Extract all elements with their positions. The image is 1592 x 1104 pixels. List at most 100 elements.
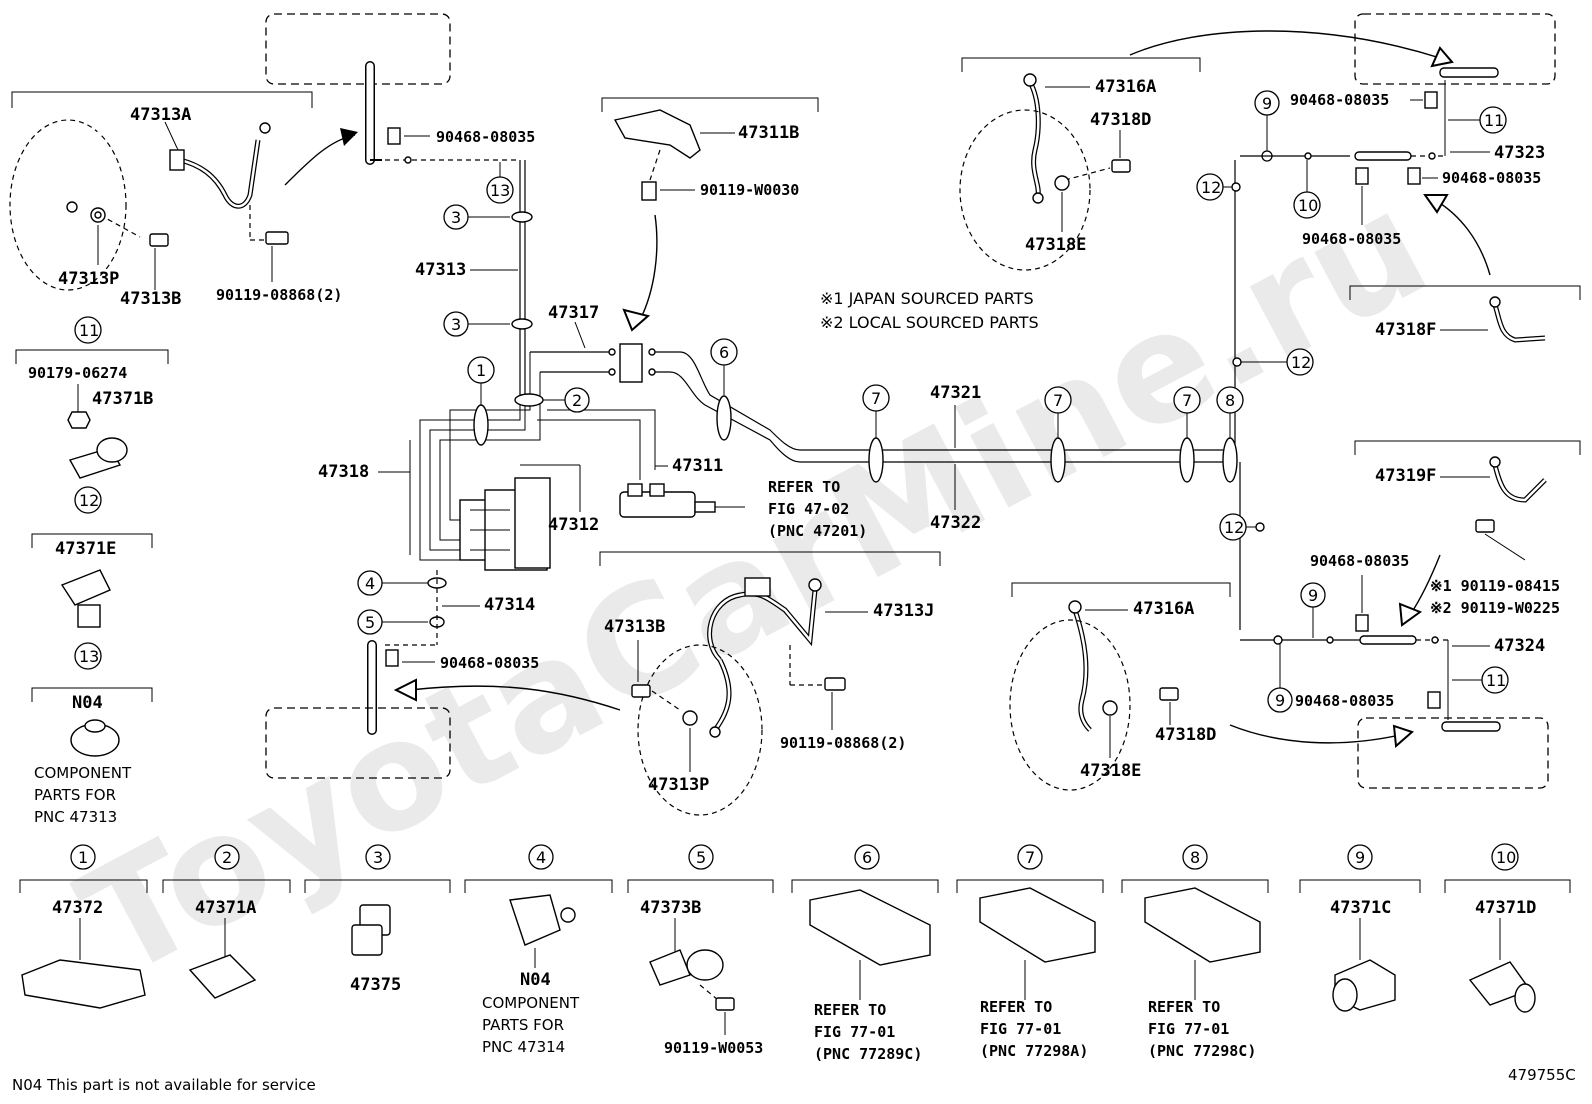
callout-9-a: 9 <box>1262 94 1272 113</box>
label-refer-47-line1: REFER TO <box>768 478 840 496</box>
label-47312: 47312 <box>548 515 599 535</box>
group-47316A-bottom: 47316A 47318E 47318D <box>1009 582 1414 791</box>
footer-note: N04 This part is not available for servi… <box>12 1076 316 1094</box>
label-47371D: 47371D <box>1475 898 1536 918</box>
label-47317: 47317 <box>548 303 599 323</box>
label-ref6-line2: FIG 77-01 <box>814 1023 895 1041</box>
label-47316A-top: 47316A <box>1095 77 1156 97</box>
label-47313P-mid: 47313P <box>648 775 709 795</box>
label-ref8-line3: (PNC 77298C) <box>1148 1042 1256 1060</box>
label-47313B-mid: 47313B <box>604 617 665 637</box>
label-90468-r3: 90468-08035 <box>1302 230 1401 248</box>
label-ref7-line3: (PNC 77298A) <box>980 1042 1088 1060</box>
callout-11-left: 11 <box>79 321 99 340</box>
label-refer-47-line3: (PNC 47201) <box>768 522 867 540</box>
label-ref6-line3: (PNC 77289C) <box>814 1045 922 1063</box>
callout-10-a: 10 <box>1298 196 1318 215</box>
group-47314: 4 5 47314 90468-08035 <box>265 570 621 779</box>
label-ref8-line1: REFER TO <box>1148 998 1220 1016</box>
callout-1-bottom: 1 <box>78 848 88 867</box>
label-90119-08868-mid: 90119-08868(2) <box>780 734 906 752</box>
label-ref6-line1: REFER TO <box>814 1001 886 1019</box>
label-47373B: 47373B <box>640 898 701 918</box>
callout-9-c: 9 <box>1275 691 1285 710</box>
label-47371E: 47371E <box>55 539 116 559</box>
callout-7-b: 7 <box>1053 391 1063 410</box>
label-47316A-bottom: 47316A <box>1133 599 1194 619</box>
callout-11-b: 11 <box>1486 671 1506 690</box>
label-47371B: 47371B <box>92 389 153 409</box>
callout-2-bottom: 2 <box>222 848 232 867</box>
callout-3-b: 3 <box>451 315 461 334</box>
label-ref7-line2: FIG 77-01 <box>980 1020 1061 1038</box>
component-note-bottom-3: PNC 47314 <box>482 1038 565 1056</box>
callout-12-a: 12 <box>1201 178 1221 197</box>
label-90468-mid: 90468-08035 <box>440 654 539 672</box>
callout-4-center: 4 <box>365 574 375 593</box>
callout-9-bottom: 9 <box>1355 848 1365 867</box>
group-47316A-top: 47316A 47318D 47318E <box>959 30 1454 271</box>
label-90468-r5: 90468-08035 <box>1295 692 1394 710</box>
note-japan: ※1 JAPAN SOURCED PARTS <box>820 289 1034 308</box>
label-90119-08415: ※1 90119-08415 <box>1430 577 1560 595</box>
label-90119-08868-topleft: 90119-08868(2) <box>216 286 342 304</box>
callout-12-left: 12 <box>79 491 99 510</box>
label-ref7-line1: REFER TO <box>980 998 1052 1016</box>
callout-5-bottom: 5 <box>696 848 706 867</box>
callout-1-center: 1 <box>476 361 486 380</box>
component-note-bottom-1: COMPONENT <box>482 994 580 1012</box>
label-N04-bottom: N04 <box>520 970 551 990</box>
label-47318D-bottom: 47318D <box>1155 725 1216 745</box>
note-local: ※2 LOCAL SOURCED PARTS <box>820 313 1039 332</box>
label-47372: 47372 <box>52 898 103 918</box>
label-47321: 47321 <box>930 383 981 403</box>
component-note-top-1: COMPONENT <box>34 764 132 782</box>
callout-6-bottom: 6 <box>862 848 872 867</box>
group-47313A: 47313A 47313P 47313B 90119-08868(2) <box>9 91 358 309</box>
label-47313: 47313 <box>415 260 466 280</box>
label-90468-r1: 90468-08035 <box>1290 91 1389 109</box>
group-main-pipes: 6 7 47321 47322 7 7 8 ※1 JAPAN SOURCED P… <box>710 289 1244 533</box>
label-47322: 47322 <box>930 513 981 533</box>
label-47313J: 47313J <box>873 601 934 621</box>
callout-12-b: 12 <box>1291 353 1311 372</box>
callout-11-a: 11 <box>1484 111 1504 130</box>
label-47318F: 47318F <box>1375 320 1436 340</box>
group-47313J: 47313J 47313B 47313P 90119-08868(2) <box>599 551 941 816</box>
group-bottom-clips: 1 47372 2 47371A 3 47375 4 N04 COMPONENT… <box>19 843 1571 1063</box>
label-47371A: 47371A <box>195 898 256 918</box>
callout-10-bottom: 10 <box>1496 848 1516 867</box>
label-N04-left: N04 <box>72 693 103 713</box>
label-47375: 47375 <box>350 975 401 995</box>
group-47313-top: 90468-08035 13 3 47313 3 <box>265 13 535 400</box>
label-47318: 47318 <box>318 462 369 482</box>
label-47318E-top: 47318E <box>1025 235 1086 255</box>
label-refer-47-line2: FIG 47-02 <box>768 500 849 518</box>
label-ref8-line2: FIG 77-01 <box>1148 1020 1229 1038</box>
label-90468-r2: 90468-08035 <box>1442 169 1541 187</box>
label-47319F: 47319F <box>1375 466 1436 486</box>
label-47324: 47324 <box>1494 636 1545 656</box>
label-90179-06274: 90179-06274 <box>28 364 127 382</box>
label-47323: 47323 <box>1494 143 1545 163</box>
callout-8-bottom: 8 <box>1190 848 1200 867</box>
callout-3-a: 3 <box>451 208 461 227</box>
callout-7-c: 7 <box>1182 391 1192 410</box>
group-47324: 47319F ※1 90119-08415 ※2 90119-W0225 904… <box>1219 440 1581 789</box>
callout-12-c: 12 <box>1224 518 1244 537</box>
label-90119-W0030: 90119-W0030 <box>700 181 799 199</box>
callout-9-b: 9 <box>1308 586 1318 605</box>
label-47314: 47314 <box>484 595 535 615</box>
callout-5-center: 5 <box>365 613 375 632</box>
label-47318D-top: 47318D <box>1090 110 1151 130</box>
label-47313A: 47313A <box>130 105 191 125</box>
label-47311: 47311 <box>672 456 723 476</box>
label-47313P-topleft: 47313P <box>58 269 119 289</box>
callout-7-a: 7 <box>871 389 881 408</box>
label-90468-top: 90468-08035 <box>436 128 535 146</box>
callout-13-left: 13 <box>79 647 99 666</box>
component-note-top-3: PNC 47313 <box>34 808 117 826</box>
callout-8-center: 8 <box>1225 391 1235 410</box>
callout-3-bottom: 3 <box>373 848 383 867</box>
